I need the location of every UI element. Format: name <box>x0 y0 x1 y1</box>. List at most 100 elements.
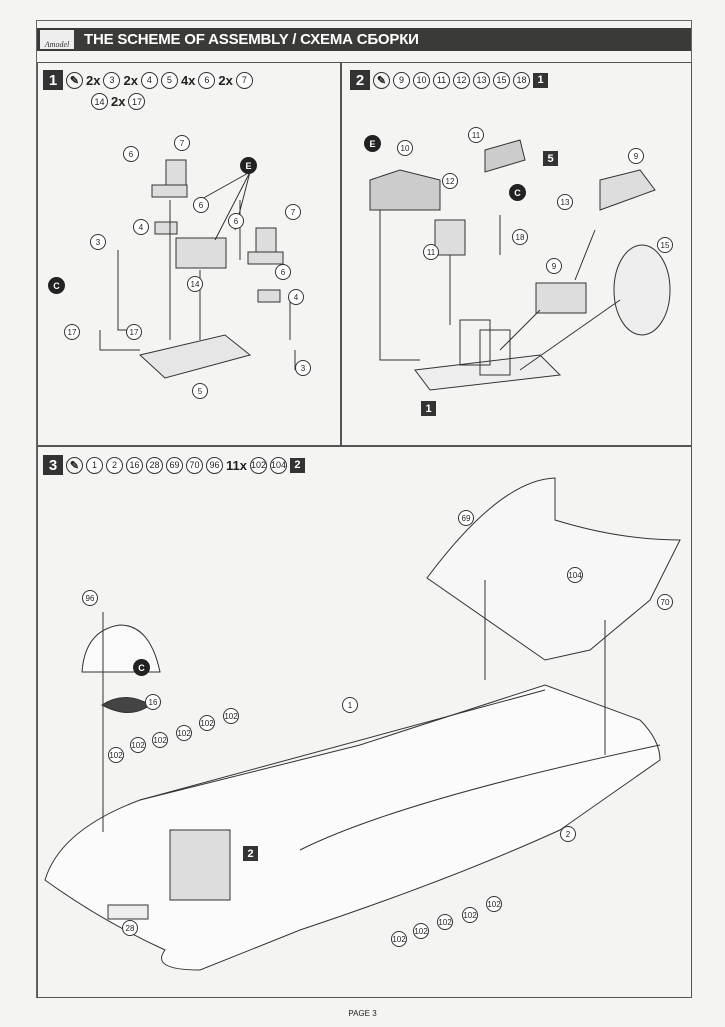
part-ref: 17 <box>128 93 146 110</box>
step-1-panel <box>37 62 342 447</box>
step-number: 1 <box>43 70 63 90</box>
paint-callout: C <box>48 277 65 294</box>
callout: 6 <box>228 213 244 229</box>
step-number: 2 <box>350 70 370 90</box>
step-2-panel <box>340 62 692 447</box>
part-ref: 12 <box>453 71 470 89</box>
paint-callout: C <box>133 659 150 676</box>
callout: 7 <box>174 135 190 151</box>
part-ref: 70 <box>186 456 203 474</box>
step-ref: 2 <box>289 457 305 473</box>
callout: 102 <box>486 896 502 912</box>
part-ref: 96 <box>206 456 223 474</box>
callout: 102 <box>199 715 215 731</box>
paint-callout: E <box>240 157 257 174</box>
callout: 102 <box>108 747 124 763</box>
callout: 10 <box>397 140 413 156</box>
page-number: PAGE 3 <box>348 1009 377 1018</box>
callout: 102 <box>391 931 407 947</box>
callout: 70 <box>657 594 673 610</box>
callout: 6 <box>123 146 139 162</box>
glue-icon: ✎ <box>373 71 390 89</box>
page-header: Amodel THE SCHEME OF ASSEMBLY / СХЕМА СБ… <box>37 28 691 51</box>
qty: 2x <box>86 72 101 88</box>
callout: 17 <box>64 324 80 340</box>
part-ref: 14 <box>91 93 108 110</box>
callout: 11 <box>468 127 484 143</box>
callout: 4 <box>288 289 304 305</box>
step-1-drawing <box>99 159 296 379</box>
callout: 96 <box>82 590 98 606</box>
part-ref: 69 <box>166 456 183 474</box>
page-title: THE SCHEME OF ASSEMBLY / СХЕМА СБОРКИ <box>84 31 419 48</box>
callout: 5 <box>192 383 208 399</box>
step-number: 3 <box>43 455 63 475</box>
qty: 2x <box>123 72 138 88</box>
part-ref: 4 <box>140 71 158 89</box>
callout: 102 <box>176 725 192 741</box>
part-ref: 16 <box>126 456 143 474</box>
callout: 15 <box>657 237 673 253</box>
part-ref: 13 <box>473 71 490 89</box>
callout: 1 <box>342 697 358 713</box>
callout: 102 <box>152 732 168 748</box>
callout: 9 <box>546 258 562 274</box>
qty: 2x <box>218 72 233 88</box>
sub-assembly-ref: 2 <box>243 846 258 861</box>
callout: 14 <box>187 276 203 292</box>
amodel-logo: Amodel <box>40 30 74 49</box>
part-ref: 7 <box>235 71 253 89</box>
callout: 2 <box>560 826 576 842</box>
callout: 6 <box>193 197 209 213</box>
callout: 104 <box>567 567 583 583</box>
step-3-drawing <box>44 477 681 971</box>
glue-icon: ✎ <box>66 71 83 89</box>
callout: 11 <box>423 244 439 260</box>
callout: 18 <box>512 229 528 245</box>
callout: 28 <box>122 920 138 936</box>
step-2-drawing <box>369 139 671 391</box>
callout: 69 <box>458 510 474 526</box>
callout: 3 <box>90 234 106 250</box>
part-ref: 10 <box>413 71 430 89</box>
callout: 13 <box>557 194 573 210</box>
callout: 102 <box>130 737 146 753</box>
part-ref: 2 <box>106 456 123 474</box>
glue-icon: ✎ <box>66 456 83 474</box>
callout: 3 <box>295 360 311 376</box>
paint-callout: C <box>509 184 526 201</box>
part-ref: 28 <box>146 456 163 474</box>
qty: 11x <box>226 457 247 473</box>
part-ref: 5 <box>160 71 178 89</box>
callout: 102 <box>437 914 453 930</box>
callout: 4 <box>133 219 149 235</box>
callout: 9 <box>628 148 644 164</box>
callout: 6 <box>275 264 291 280</box>
part-ref: 1 <box>86 456 103 474</box>
part-ref: 15 <box>493 71 510 89</box>
step-ref: 1 <box>533 72 548 88</box>
part-ref: 6 <box>198 71 216 89</box>
part-ref: 18 <box>513 71 530 89</box>
callout: 102 <box>413 923 429 939</box>
callout: 17 <box>126 324 142 340</box>
part-ref: 104 <box>269 456 287 474</box>
callout: 102 <box>223 708 239 724</box>
sub-assembly-ref: 5 <box>543 151 558 166</box>
callout: 12 <box>442 173 458 189</box>
sub-assembly-ref: 1 <box>421 401 436 416</box>
callout: 102 <box>462 907 478 923</box>
callout: 7 <box>285 204 301 220</box>
qty: 2x <box>111 94 126 109</box>
callout: 16 <box>145 694 161 710</box>
part-ref: 11 <box>433 71 450 89</box>
qty: 4x <box>180 72 196 88</box>
part-ref: 3 <box>103 71 121 89</box>
paint-callout: E <box>364 135 381 152</box>
step-3-panel <box>37 445 692 998</box>
